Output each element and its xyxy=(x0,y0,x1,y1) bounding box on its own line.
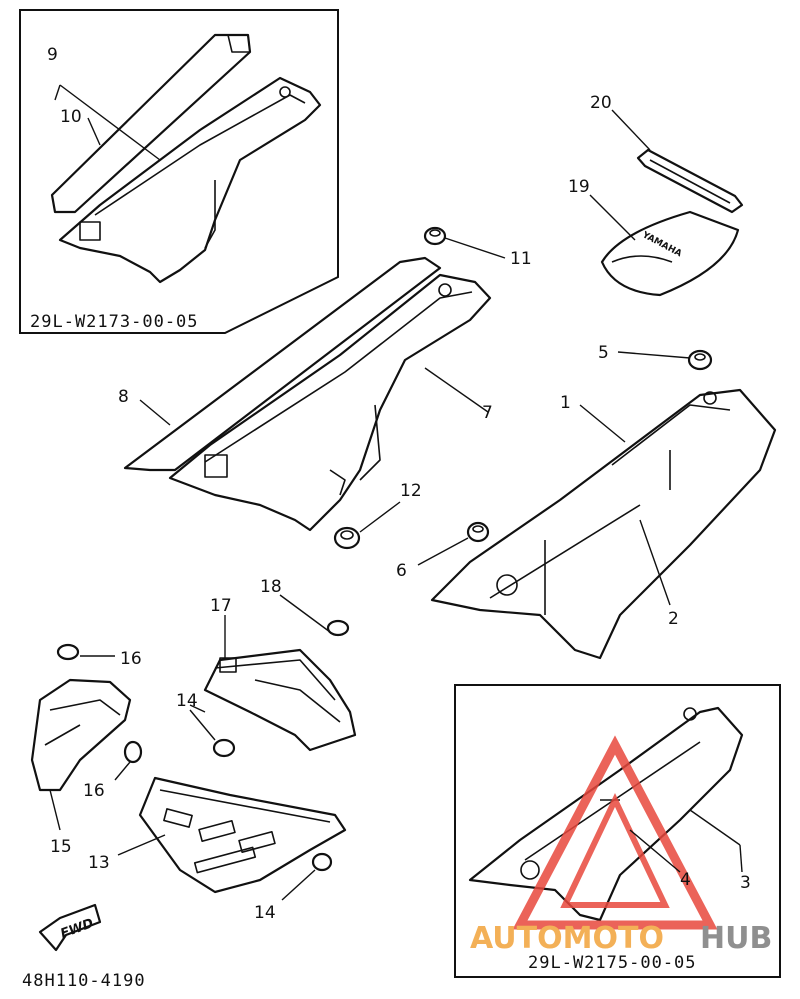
label-14a: 14 xyxy=(176,691,198,711)
side-cover-right xyxy=(430,349,777,660)
label-12: 12 xyxy=(400,481,422,501)
lower-cover xyxy=(138,776,347,894)
fwd-arrow: FWD xyxy=(38,903,102,952)
diagram-code: 48H110-4190 xyxy=(22,971,146,991)
label-19: 19 xyxy=(568,177,590,197)
watermark-text-2: HUB xyxy=(700,921,772,956)
bracket-center xyxy=(203,619,357,758)
label-11: 11 xyxy=(510,249,532,269)
inset-top-left: 29L-W2173-00-05 xyxy=(19,9,339,334)
label-7: 7 xyxy=(482,403,493,423)
label-16a: 16 xyxy=(120,649,142,669)
label-2: 2 xyxy=(668,609,679,629)
inset-bottom-code: 29L-W2175-00-05 xyxy=(528,953,697,973)
leader-lines xyxy=(49,84,743,901)
label-10: 10 xyxy=(60,107,82,127)
side-cover-left xyxy=(123,226,492,550)
seat-strap-group: YAMAHA xyxy=(600,148,744,297)
label-16b: 16 xyxy=(83,781,105,801)
label-9: 9 xyxy=(47,45,58,65)
part-labels: 9 10 20 19 11 5 8 7 1 12 6 2 18 17 16 14… xyxy=(22,45,751,991)
label-20: 20 xyxy=(590,93,612,113)
label-1: 1 xyxy=(560,393,571,413)
watermark-text-1: AUTOMOTO xyxy=(470,921,664,956)
inset-top-code: 29L-W2173-00-05 xyxy=(30,312,199,332)
label-17: 17 xyxy=(210,596,232,616)
label-8: 8 xyxy=(118,387,129,407)
watermark-logo-icon xyxy=(512,735,718,930)
bracket-left xyxy=(30,643,143,792)
label-6: 6 xyxy=(396,561,407,581)
watermark: AUTOMOTO HUB xyxy=(470,735,772,956)
label-18: 18 xyxy=(260,577,282,597)
label-14b: 14 xyxy=(254,903,276,923)
label-15: 15 xyxy=(50,837,72,857)
label-3: 3 xyxy=(740,873,751,893)
label-13: 13 xyxy=(88,853,110,873)
label-4: 4 xyxy=(680,870,691,890)
label-5: 5 xyxy=(598,343,609,363)
